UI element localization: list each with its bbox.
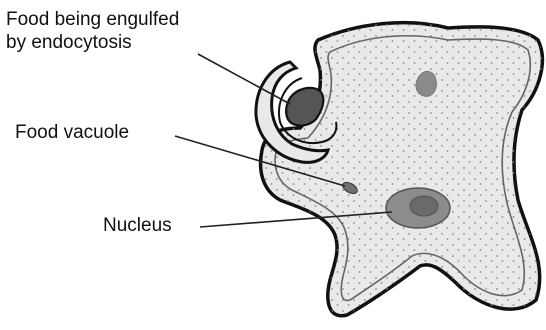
label-food-engulfed-line2: by endocytosis	[6, 31, 179, 54]
nucleolus	[410, 196, 438, 216]
label-food-engulfed: Food being engulfed by endocytosis	[6, 8, 179, 54]
label-food-vacuole: Food vacuole	[15, 121, 129, 144]
label-nucleus: Nucleus	[103, 214, 172, 237]
label-food-engulfed-line1: Food being engulfed	[6, 8, 179, 31]
